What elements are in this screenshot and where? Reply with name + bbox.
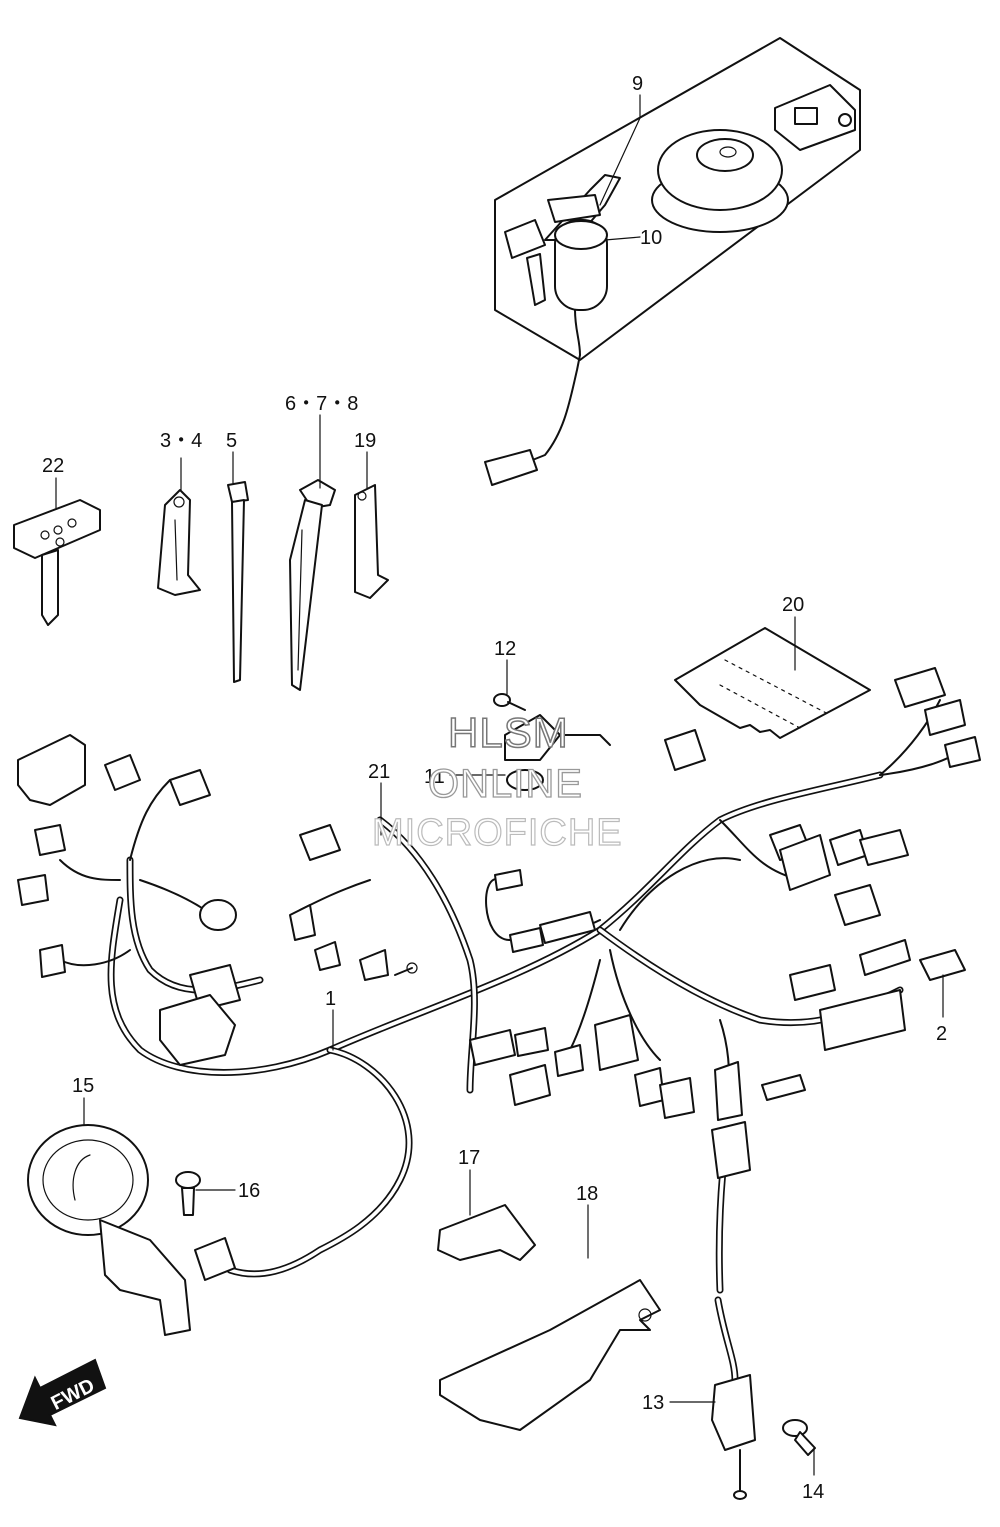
ignition-switch-set <box>484 37 861 486</box>
leader-lines <box>55 94 944 1476</box>
callout-12: 12 <box>494 638 516 660</box>
switch-lead <box>519 309 581 466</box>
callout-6-7-8: 6・7・8 <box>285 393 358 415</box>
cable-tie-5 <box>227 481 249 683</box>
callout-labels: 9 10 22 3・4 5 6・7・8 19 20 12 11 21 1 2 1… <box>42 73 947 1503</box>
callout-21: 21 <box>368 761 390 783</box>
callout-22: 22 <box>42 455 64 477</box>
screw-14 <box>782 1419 816 1456</box>
callout-1: 1 <box>325 988 336 1010</box>
sensor-13 <box>711 1121 756 1500</box>
cable-tie-6-7-8 <box>289 479 336 691</box>
callout-5: 5 <box>226 430 237 452</box>
callout-2: 2 <box>936 1023 947 1045</box>
spare-key <box>13 499 101 626</box>
callout-20: 20 <box>782 594 804 616</box>
watermark-line-1: HLSM <box>448 709 569 756</box>
screw-12 <box>493 693 526 711</box>
callout-3-4: 3・4 <box>160 430 202 452</box>
bracket-18 <box>439 1279 661 1431</box>
watermark-line-3: MICROFICHE <box>372 812 623 854</box>
callout-18: 18 <box>576 1183 598 1205</box>
callout-19: 19 <box>354 430 376 452</box>
switch-plug <box>484 449 538 486</box>
horn-connector <box>194 1237 236 1281</box>
callout-10: 10 <box>640 227 662 249</box>
clamp-19 <box>354 484 389 599</box>
callout-16: 16 <box>238 1180 260 1202</box>
part-set-box <box>494 37 861 361</box>
harness-connectors <box>17 667 981 1121</box>
forward-arrow-icon: FWD <box>18 1358 107 1427</box>
ignition-switch <box>504 194 608 311</box>
watermark-line-2: ONLINE <box>428 762 583 806</box>
watermark: HLSM ONLINE MICROFICHE <box>371 708 623 854</box>
callout-17: 17 <box>458 1147 480 1169</box>
cover-17 <box>437 1204 536 1261</box>
callout-13: 13 <box>642 1392 664 1414</box>
horn <box>27 1124 191 1336</box>
parts-bag <box>674 627 871 739</box>
callout-9: 9 <box>632 73 643 95</box>
clamp-3-4 <box>157 489 201 596</box>
relay-switch <box>504 714 611 791</box>
fuel-cap <box>651 129 789 233</box>
callout-15: 15 <box>72 1075 94 1097</box>
bolt-16 <box>175 1171 201 1216</box>
callout-11: 11 <box>424 766 445 788</box>
callout-14: 14 <box>802 1481 824 1503</box>
